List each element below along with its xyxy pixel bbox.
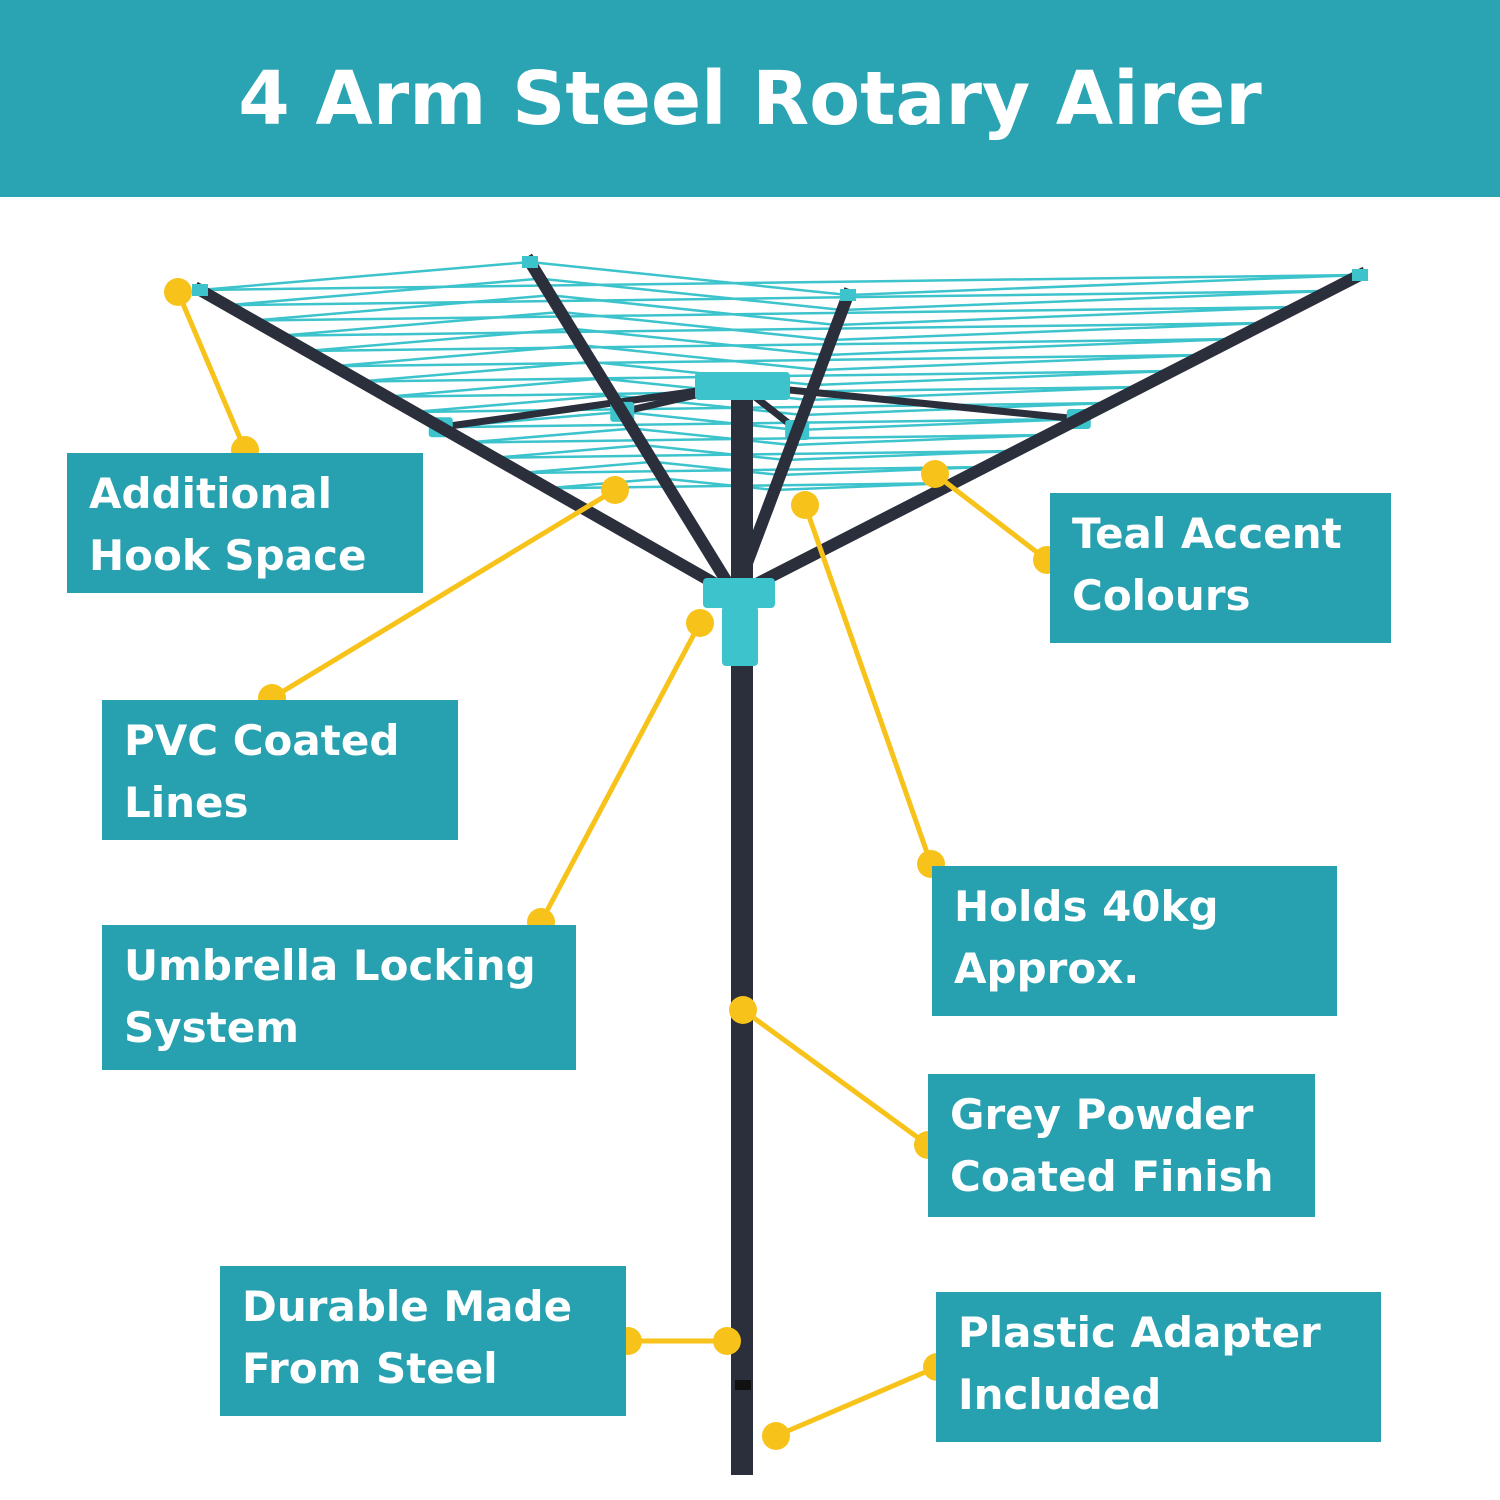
leader-line [538,621,703,924]
callout-text: Grey Powder [950,1090,1254,1139]
callout-text: System [124,1003,299,1052]
arm-end-cap [522,256,538,268]
arm-strut [440,381,741,431]
callout-text: From Steel [242,1344,498,1393]
leader-line [741,1007,930,1148]
callout-text: Plastic Adapter [958,1308,1321,1357]
callout-text: Colours [1072,571,1251,620]
pvc-line [280,310,1267,342]
bottom-hub [703,578,775,608]
pvc-line [413,401,1111,414]
arm-strut [739,381,1080,423]
leader-dot [686,609,714,637]
arm [727,287,856,603]
leader-line [775,1364,938,1439]
pvc-line [494,449,1017,459]
callout-text: Lines [124,778,249,827]
leader-dot [601,476,629,504]
header-banner: 4 Arm Steel Rotary Airer [0,0,1500,197]
pvc-line [199,260,1361,297]
pvc-line [226,277,1329,312]
arm [726,266,1369,604]
top-hub [695,372,790,400]
pvc-line [467,427,1048,447]
pvc-line [280,321,1267,337]
arm-end-cap [1352,269,1368,281]
pvc-line [333,343,1204,372]
callout-text: Holds 40kg [954,882,1219,931]
pvc-line [494,443,1017,462]
airer-frame [191,253,1369,1475]
pvc-lines [199,260,1361,492]
leader-line [270,487,617,701]
leader-line [175,291,248,451]
callout-text: Approx. [954,944,1140,993]
leader-dot [713,1327,741,1355]
callout-leaders [164,278,1061,1450]
leader-dot [762,1422,790,1450]
pvc-line [199,273,1361,292]
callout-text: Teal Accent [1072,509,1342,558]
leader-line [933,472,1049,562]
leader-dot [921,460,949,488]
callout-text: Additional [89,469,332,518]
pvc-line [306,327,1236,357]
arm [191,281,744,604]
pvc-line [440,417,1079,429]
leader-dot [791,491,819,519]
pvc-line [520,460,986,477]
arm-end-cap [192,284,208,296]
callout-text: Durable Made [242,1282,573,1331]
arm-end-cap [840,289,856,301]
leader-dot [729,996,757,1024]
callout-text: Hook Space [89,531,367,580]
pvc-line [253,305,1298,322]
callout-text: Coated Finish [950,1152,1274,1201]
pvc-line [306,337,1236,353]
locking-sleeve [722,606,758,666]
leader-dot [164,278,192,306]
callout-text: Umbrella Locking [124,941,536,990]
pvc-line [440,410,1079,432]
leader-line [802,504,934,865]
callout-text: PVC Coated [124,716,400,765]
pvc-line [253,294,1298,327]
pvc-line [333,353,1204,368]
page-title: 4 Arm Steel Rotary Airer [238,55,1262,142]
adapter-collar [735,1380,751,1390]
pvc-line [226,289,1329,307]
arm [521,253,744,604]
callout-text: Included [958,1370,1162,1419]
pvc-line [467,433,1048,444]
